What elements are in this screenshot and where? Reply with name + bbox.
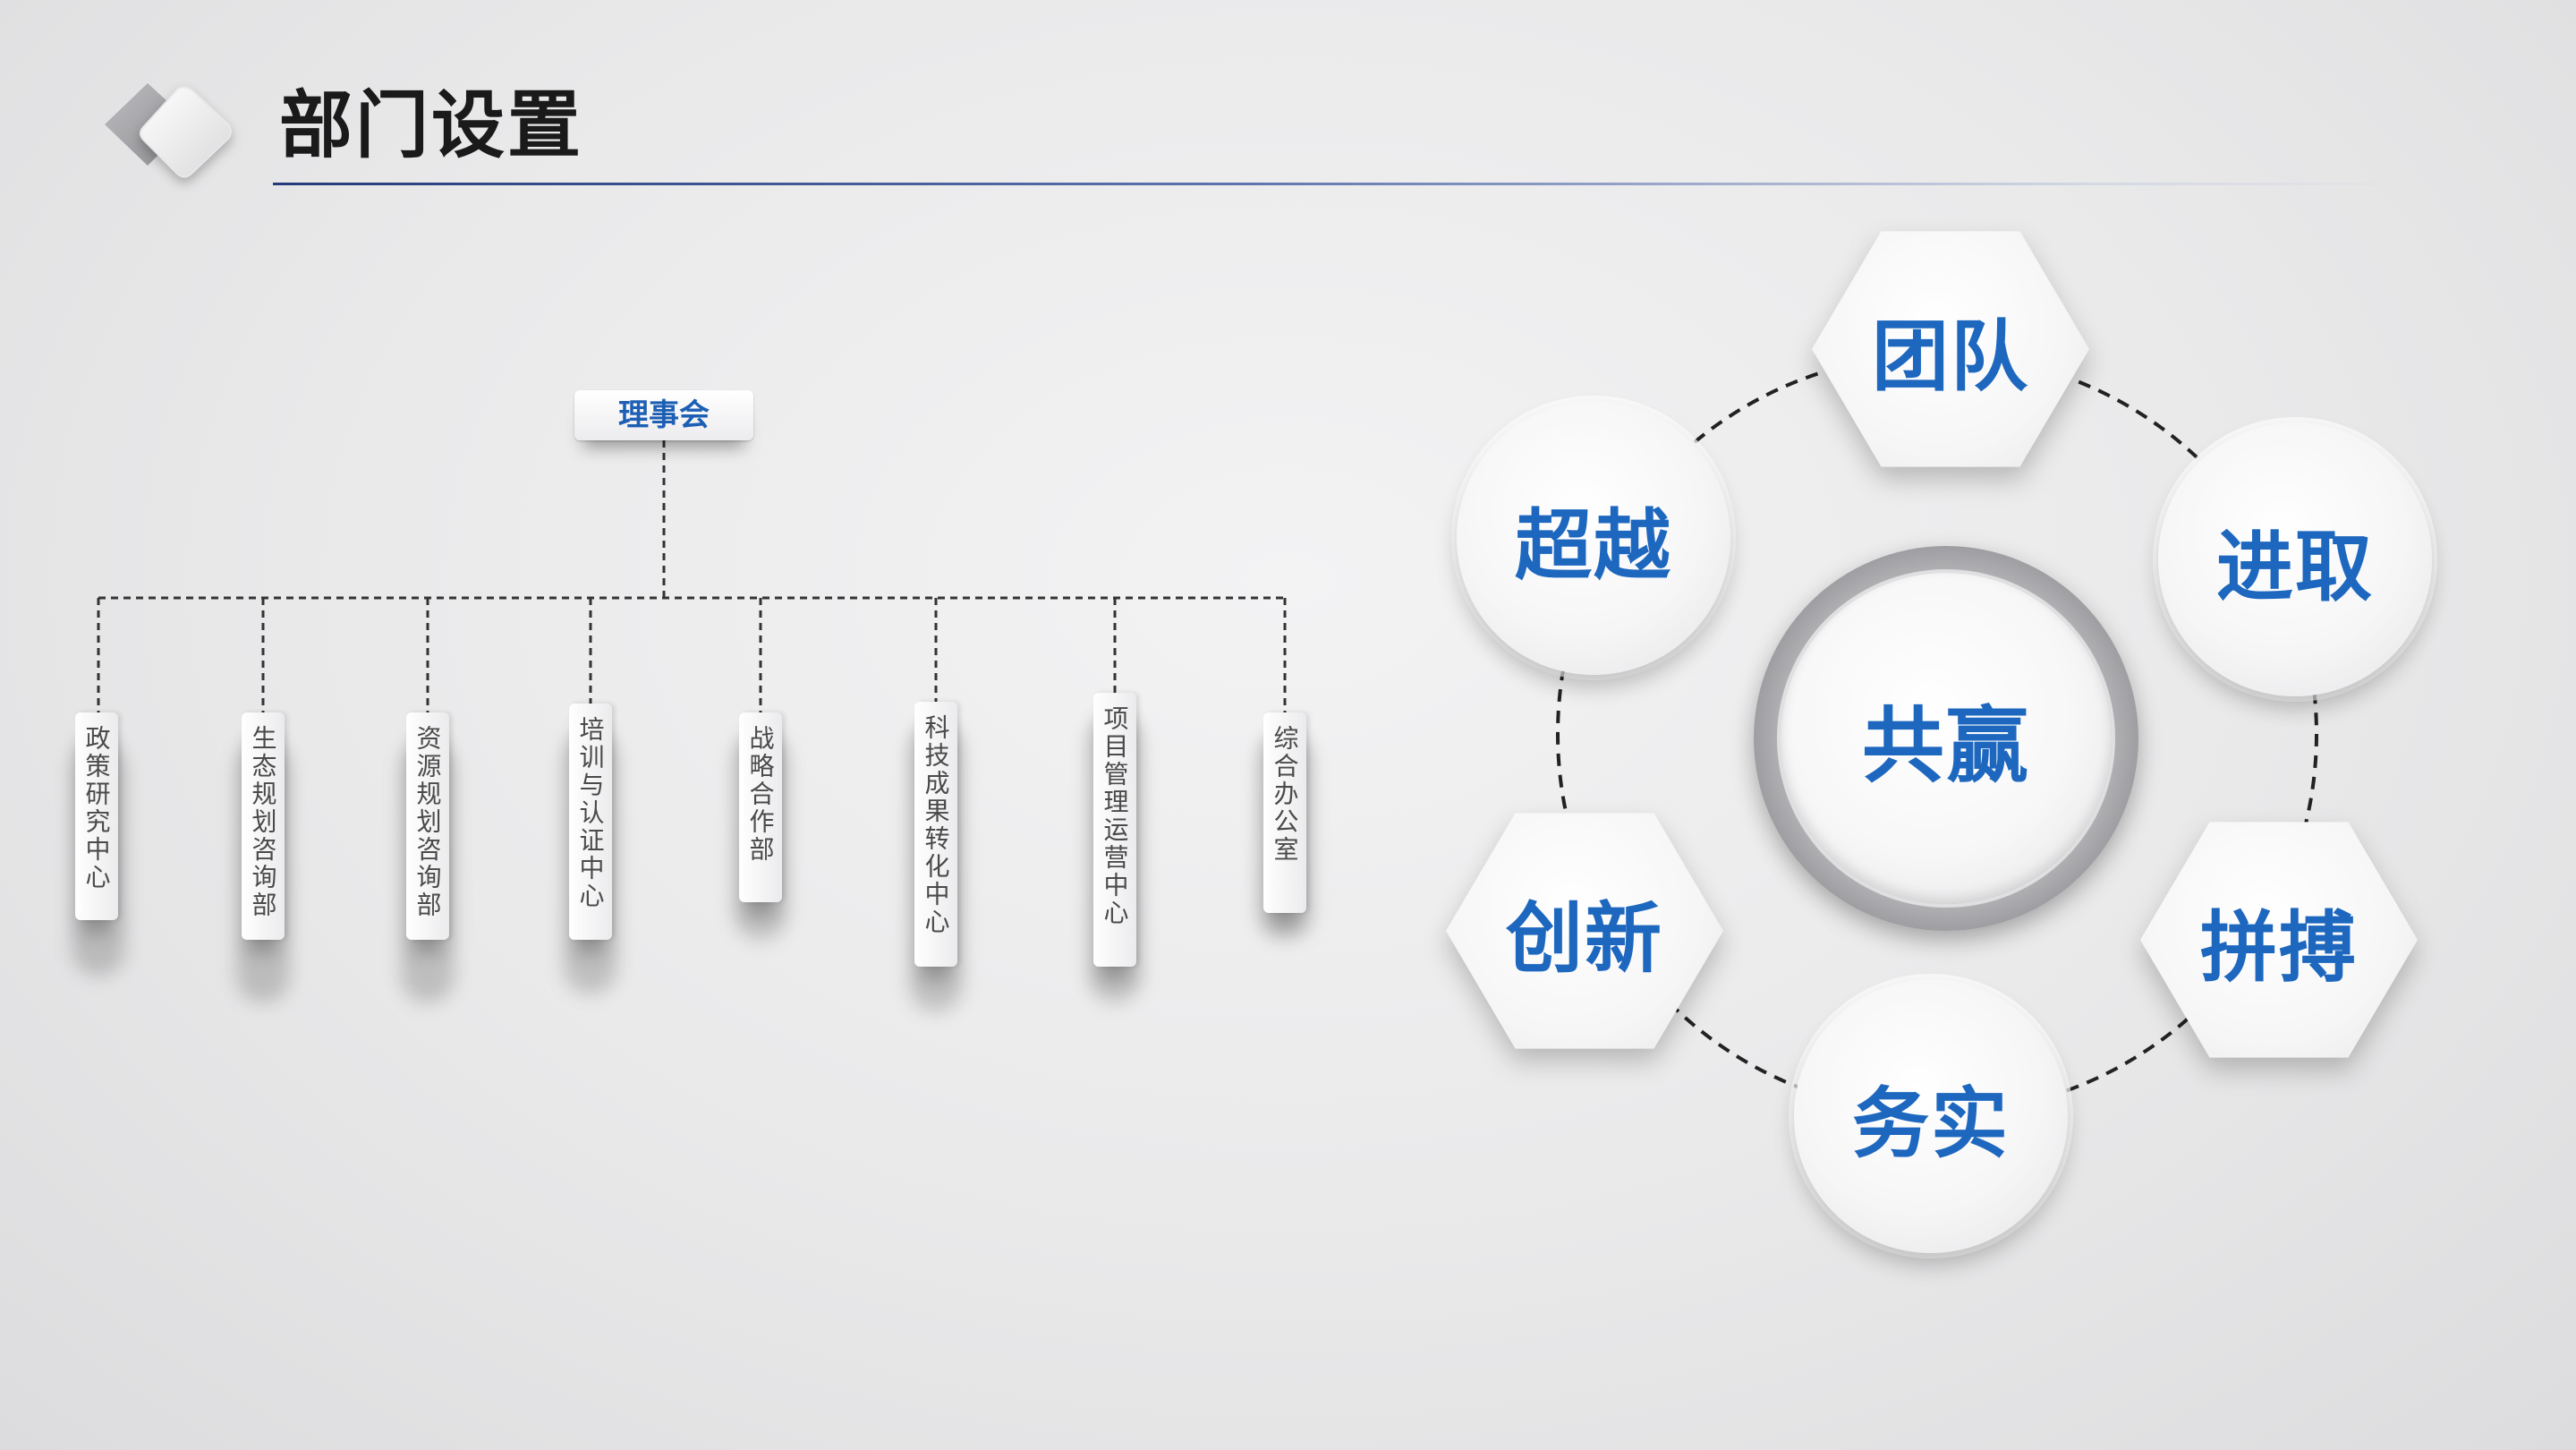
dept-box-resource-planning: 资源规划咨询部: [406, 712, 449, 940]
dept-box-general-office: 综合办公室: [1263, 712, 1306, 913]
page-title: 部门设置: [279, 83, 584, 168]
dept-box-training-cert: 培训与认证中心: [569, 704, 612, 940]
value-node-surpass: 超越: [1457, 401, 1730, 675]
value-label: 创新: [1446, 813, 1723, 1049]
org-root-box: 理事会: [574, 390, 753, 440]
center-value: 共赢: [1781, 573, 2112, 904]
dept-box-eco-planning: 生态规划咨询部: [242, 712, 285, 940]
dept-box-strategic-coop: 战略合作部: [739, 712, 782, 902]
value-node-strive: 拼搏: [2140, 815, 2418, 1065]
dept-box-policy-research: 政策研究中心: [75, 712, 118, 920]
dept-box-tech-transfer: 科技成果转化中心: [914, 702, 957, 967]
diamond-logo-icon: [105, 83, 232, 178]
value-node-team: 团队: [1812, 224, 2089, 474]
title-divider: [273, 183, 2411, 185]
dept-box-project-ops: 项目管理运营中心: [1093, 693, 1136, 967]
value-label: 团队: [1812, 231, 2089, 467]
value-node-pragmatic: 务实: [1794, 979, 2068, 1253]
value-label: 拼搏: [2140, 822, 2418, 1058]
value-node-innovate: 创新: [1446, 806, 1723, 1056]
value-node-progress: 进取: [2158, 422, 2432, 696]
